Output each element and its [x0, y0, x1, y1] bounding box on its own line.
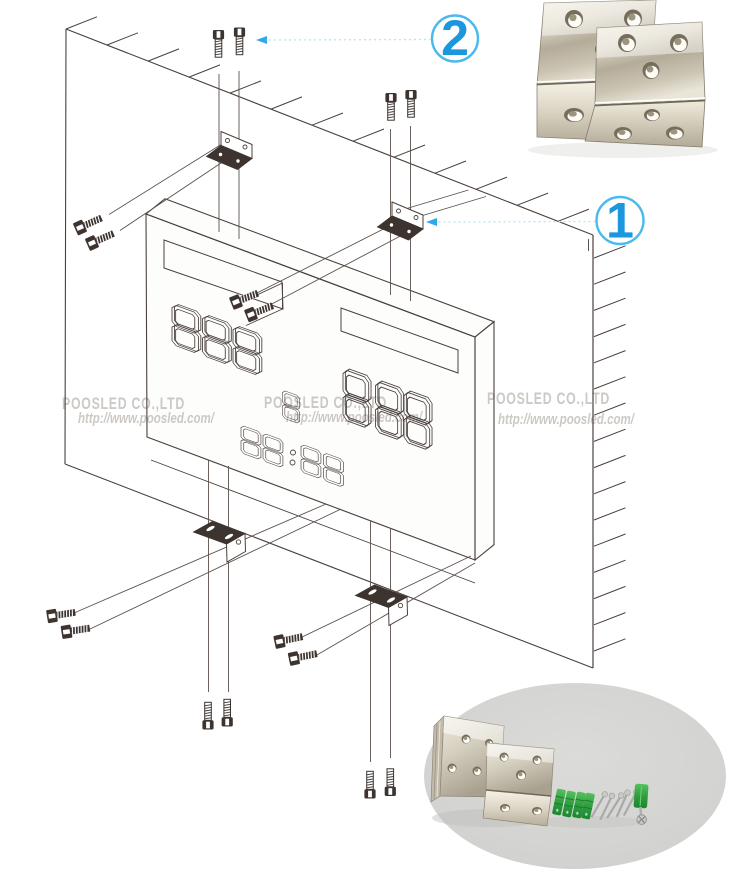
svg-text:2: 2	[441, 10, 469, 66]
svg-text:POOSLED CO.,LTD: POOSLED CO.,LTD	[487, 389, 610, 408]
svg-text:POOSLED CO.,LTD: POOSLED CO.,LTD	[265, 394, 388, 413]
svg-text:POOSLED CO.,LTD: POOSLED CO.,LTD	[63, 395, 186, 414]
svg-text:http://www.poosled.com/: http://www.poosled.com/	[498, 411, 635, 428]
svg-text:http://www.poosled.com/: http://www.poosled.com/	[499, 412, 636, 429]
svg-text:POOSLED CO.,LTD: POOSLED CO.,LTD	[62, 394, 185, 413]
svg-text:*: *	[574, 810, 580, 821]
svg-text:http://www.poosled.com/: http://www.poosled.com/	[286, 409, 423, 426]
svg-text:POOSLED CO.,LTD: POOSLED CO.,LTD	[488, 390, 611, 409]
svg-text:1: 1	[606, 192, 634, 248]
svg-text:*: *	[554, 807, 560, 818]
svg-text:http://www.poosled.com/: http://www.poosled.com/	[79, 411, 216, 428]
svg-text:*: *	[564, 809, 570, 820]
svg-text:*: *	[583, 811, 589, 822]
